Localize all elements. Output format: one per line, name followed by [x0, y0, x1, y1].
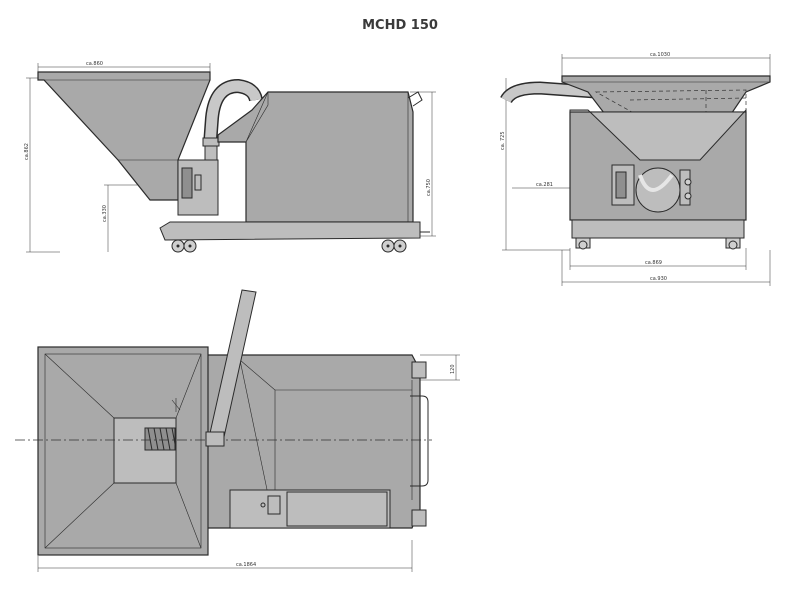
drawing-title: MCHD 150	[362, 18, 438, 33]
front-dim-left-label: ca. 725	[500, 131, 506, 150]
top-dim-right: 120	[420, 354, 460, 381]
front-dim-total: ca.930	[561, 250, 771, 286]
top-view: ca.1864 120	[15, 289, 460, 572]
front-dim-outlet: ca.281	[512, 182, 570, 189]
side-dim-left: ca.862	[24, 77, 60, 253]
side-base-frame	[159, 221, 421, 241]
side-dim-top-label: ca.860	[86, 61, 103, 67]
front-dim-top-label: ca.1030	[650, 52, 670, 58]
top-dim-bottom: ca.1864	[37, 540, 413, 572]
front-dim-inner: ca.869	[569, 248, 747, 270]
top-screw	[144, 427, 176, 451]
side-dim-right-label: ca.750	[426, 179, 432, 196]
front-base	[571, 219, 745, 239]
top-dim-right-label: 120	[450, 364, 456, 374]
top-control-box	[229, 489, 391, 529]
front-dim-top: ca.1030	[561, 52, 771, 76]
front-dim-left: ca. 725	[500, 78, 570, 251]
side-dim-right: ca.750	[410, 91, 436, 237]
front-dim-outlet-label: ca.281	[536, 182, 553, 188]
front-dim-total-label: ca.930	[650, 276, 667, 282]
side-wheels	[171, 239, 407, 253]
side-dim-left-label: ca.862	[24, 143, 30, 160]
side-motor-body	[217, 91, 414, 223]
side-view: ca.860 ca.862 ca.330 ca.750	[24, 61, 436, 253]
top-flex-pipe	[205, 289, 257, 447]
top-dim-bottom-label: ca.1864	[236, 562, 256, 568]
front-dim-inner-label: ca.869	[645, 260, 662, 266]
side-dim-outlet-label: ca.330	[102, 205, 108, 222]
front-view: ca.1030 ca. 725 ca.281 ca.869 ca.930	[500, 52, 771, 286]
